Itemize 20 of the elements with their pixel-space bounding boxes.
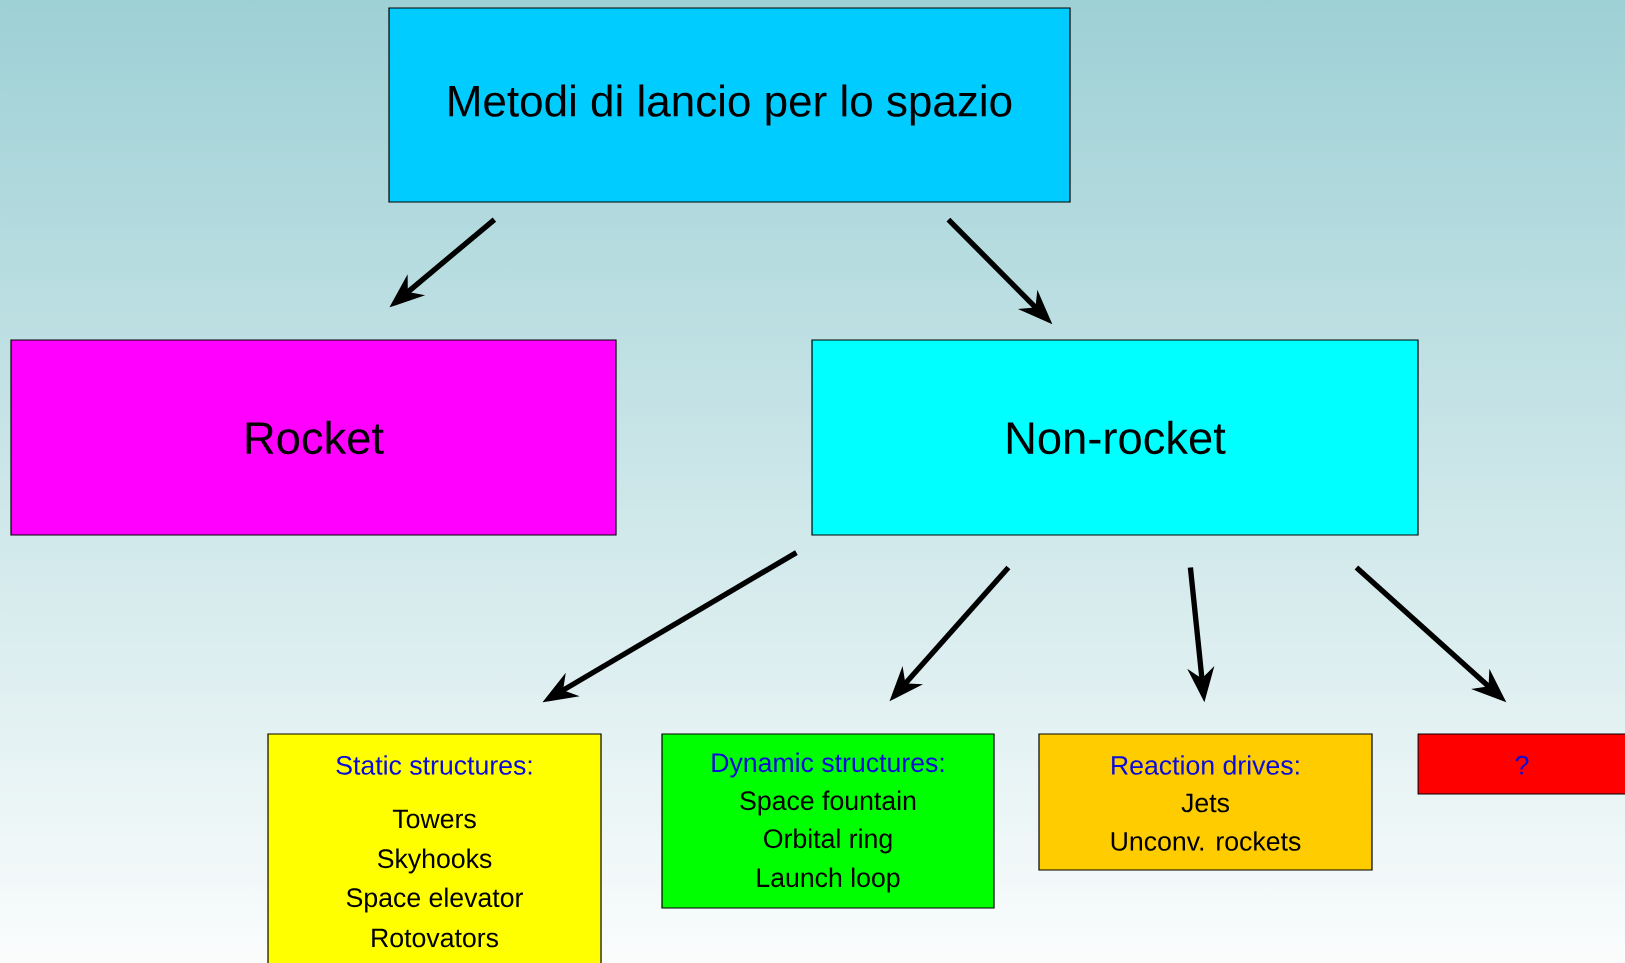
- list-item: Jets: [1181, 793, 1229, 813]
- list-item: Skyhooks: [377, 848, 492, 874]
- box-heading: Static structures:: [336, 755, 532, 775]
- list-item: Space fountain: [740, 790, 916, 816]
- list-item: Towers: [392, 809, 476, 829]
- list-item: Space elevator: [346, 887, 523, 913]
- box-heading: Reaction drives:: [1112, 755, 1299, 775]
- list-item: Unconv. rockets: [1111, 831, 1301, 851]
- category-box: [1417, 733, 1625, 795]
- category-box: [661, 733, 995, 909]
- box-heading: ?: [1515, 755, 1529, 775]
- box-heading: Dynamic structures:: [712, 752, 944, 778]
- title-box: Metodi di lancio per lo spazio: [388, 7, 1071, 203]
- category-box: Rocket: [10, 339, 617, 536]
- category-box: [267, 733, 602, 963]
- category-box: Non-rocket: [811, 339, 1419, 536]
- list-item: Launch loop: [757, 867, 900, 893]
- list-item: Orbital ring: [764, 828, 892, 854]
- category-box: [1038, 733, 1373, 871]
- list-item: Rotovators: [372, 928, 498, 948]
